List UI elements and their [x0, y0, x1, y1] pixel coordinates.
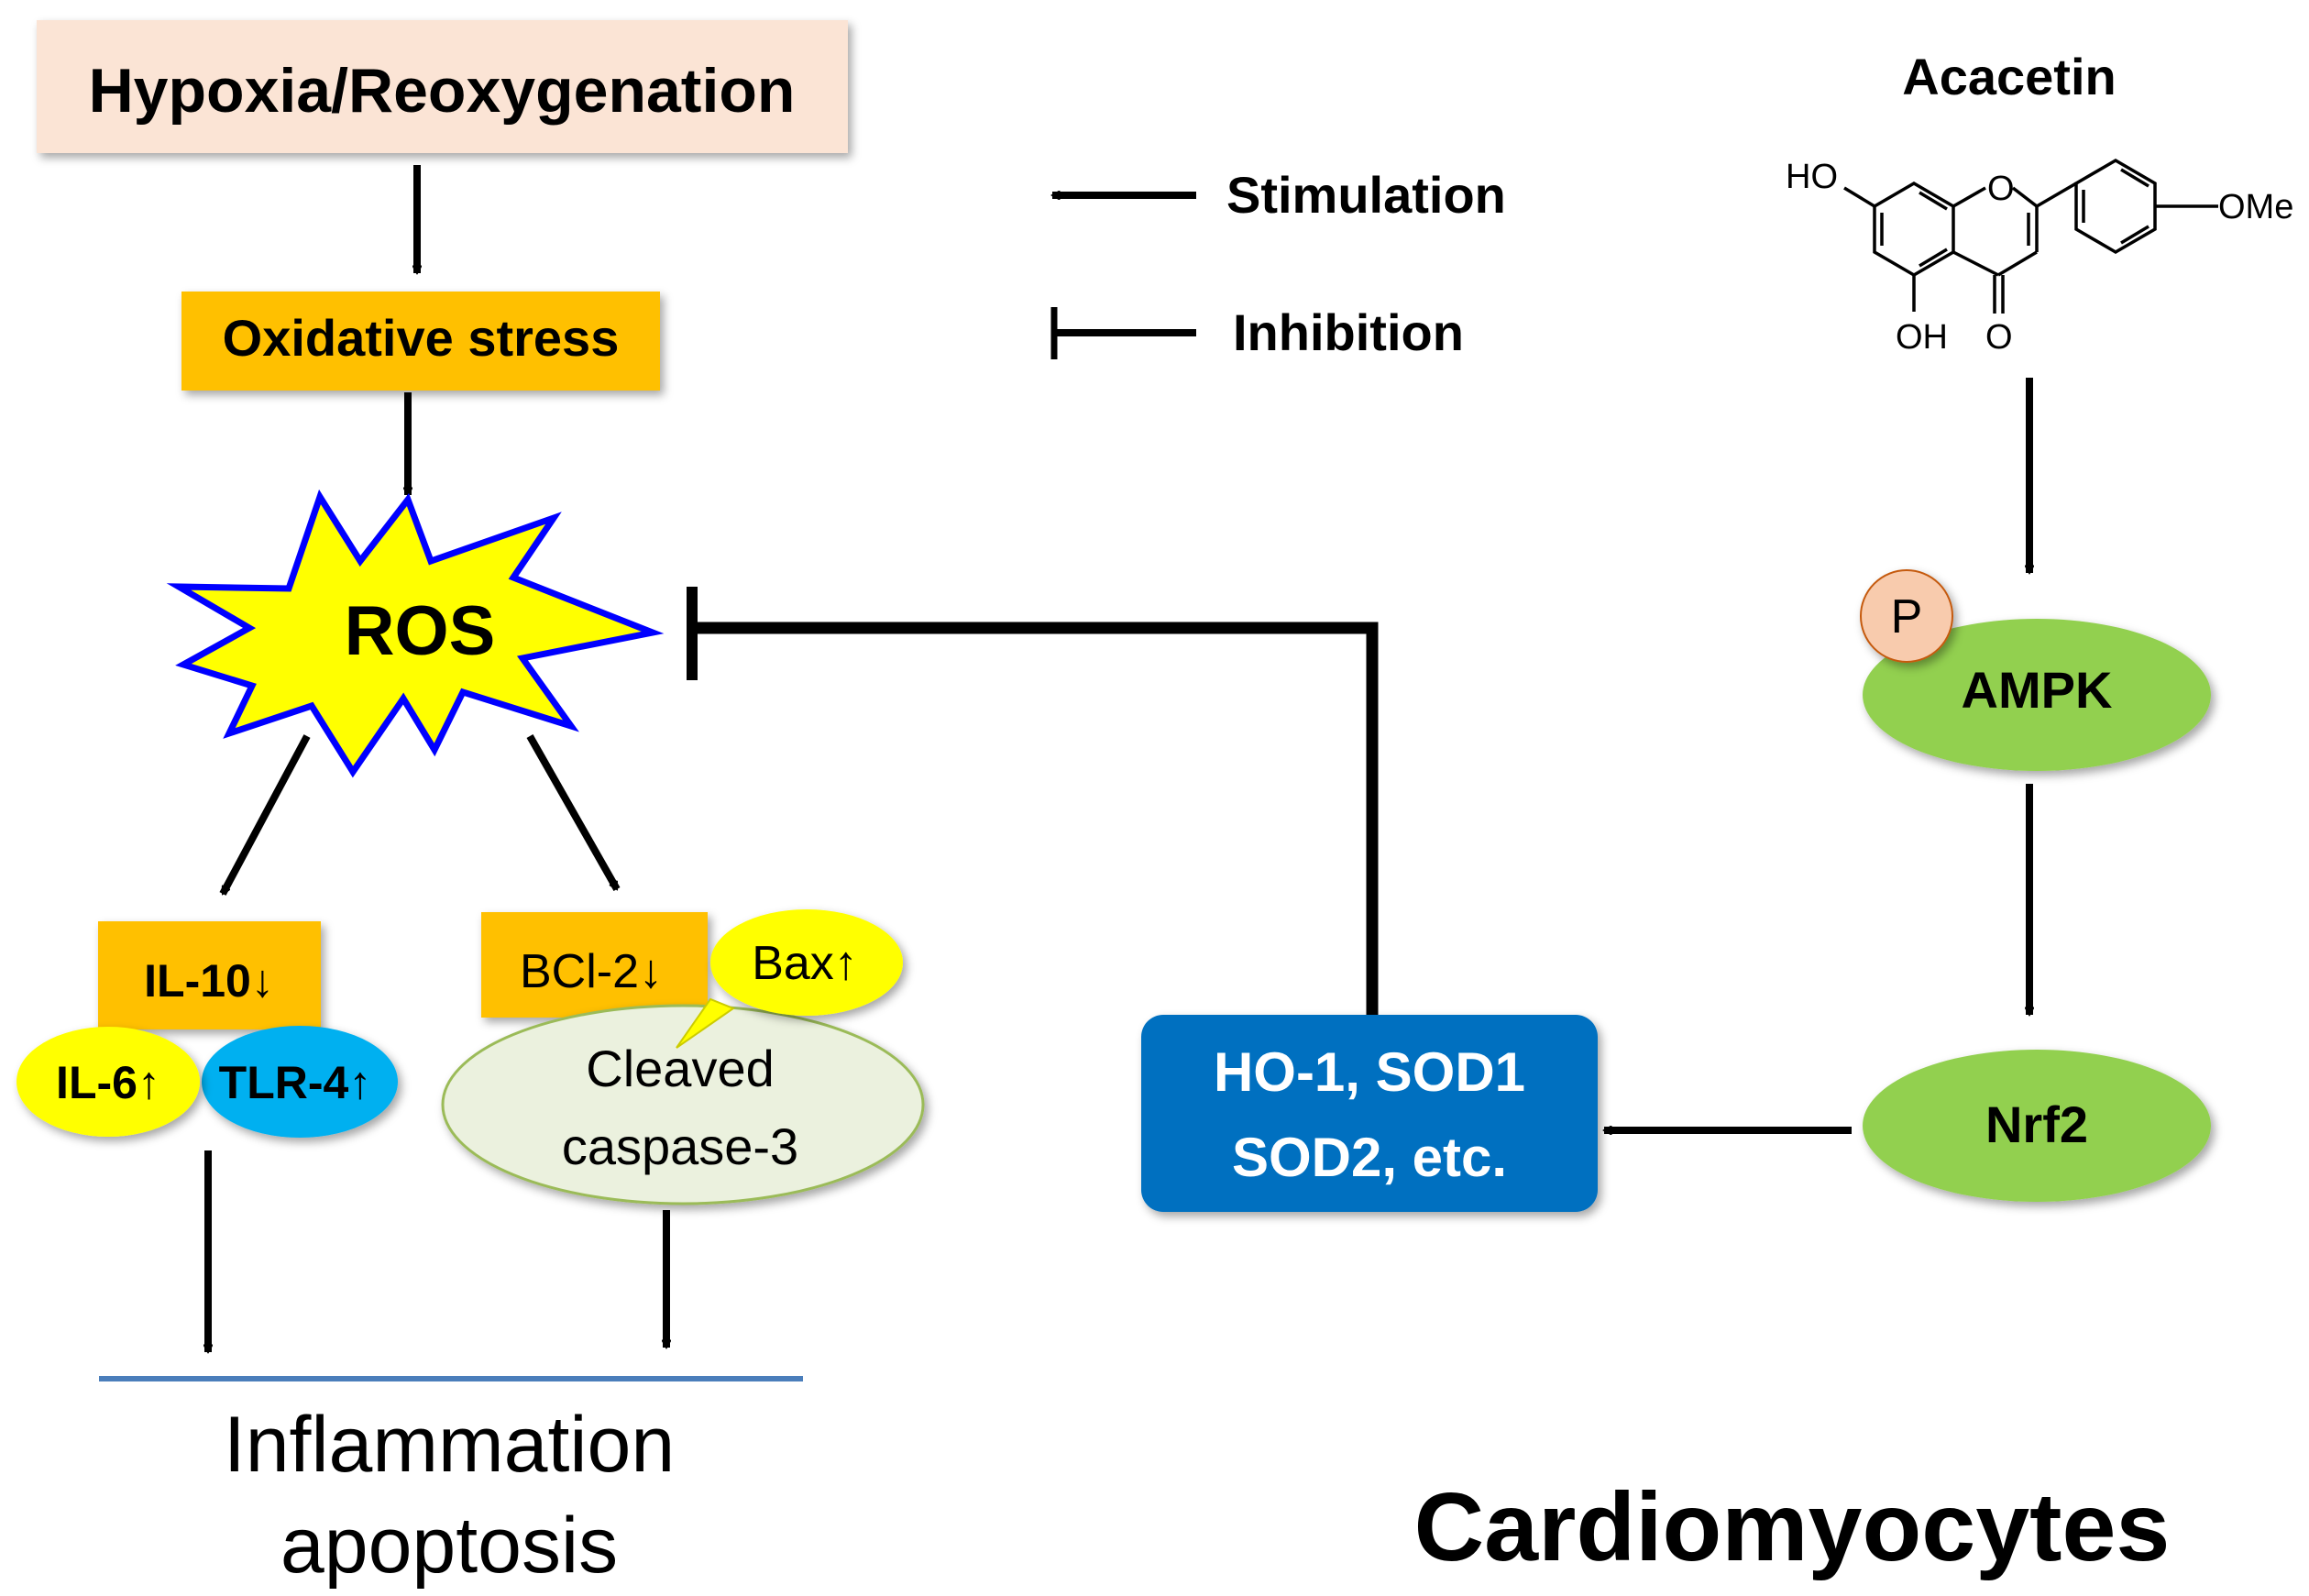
hypoxia-label: Hypoxia/Reoxygenation — [89, 56, 796, 126]
tlr4-label: TLR-4↑ — [219, 1057, 372, 1108]
il6-ellipse — [16, 1027, 200, 1137]
bcl2-label: BCl-2↓ — [520, 945, 663, 998]
molecule-ho-label: HO — [1786, 158, 1838, 196]
legend-inhibition-label: Inhibition — [1233, 303, 1464, 361]
bax-callout-tail — [676, 997, 736, 1049]
oxidative-stress-box — [181, 292, 660, 391]
molecule-o-keto-label: O — [1985, 318, 2013, 357]
enzymes-label-line1: HO-1, SOD1 — [1214, 1041, 1525, 1103]
hypoxia-box — [37, 20, 848, 153]
tlr4-ellipse — [202, 1026, 398, 1138]
cell-type-label: Cardiomyocytes — [1414, 1473, 2171, 1581]
acacetin-label: Acacetin — [1902, 48, 2116, 105]
inhibition-enzymes-ros — [692, 622, 1379, 1016]
il10-box — [98, 921, 321, 1029]
phospho-label: P — [1891, 590, 1923, 644]
il6-label: IL-6↑ — [56, 1057, 160, 1108]
enzymes-box — [1141, 1015, 1598, 1212]
il10-label: IL-10↓ — [144, 955, 274, 1007]
arrow-ros-apoptosis — [526, 734, 621, 891]
ampk-ellipse — [1863, 619, 2211, 771]
oxidative-stress-label: Oxidative stress — [223, 309, 620, 367]
bax-ellipse — [710, 909, 903, 1016]
enzymes-label-line2: SOD2, etc. — [1232, 1127, 1507, 1188]
molecule-ome-label: OMe — [2218, 188, 2293, 226]
nrf2-ellipse — [1863, 1050, 2211, 1202]
nrf2-label: Nrf2 — [1985, 1095, 2088, 1153]
bax-label: Bax↑ — [752, 937, 858, 990]
ros-label: ROS — [345, 592, 496, 670]
molecule-o-ring-label: O — [1987, 170, 2015, 208]
phospho-circle — [1860, 569, 1953, 663]
molecule-oh-label: OH — [1896, 318, 1948, 357]
outcome-label-line2: apoptosis — [280, 1502, 618, 1590]
outcome-label-line1: Inflammation — [224, 1401, 675, 1489]
legend-stimulation-label: Stimulation — [1226, 166, 1506, 224]
cleaved-label-line2: caspase-3 — [562, 1117, 798, 1175]
ampk-label: AMPK — [1962, 661, 2113, 719]
ros-starburst — [166, 489, 665, 778]
bcl2-box — [481, 912, 708, 1018]
cleaved-caspase-ellipse — [441, 1004, 925, 1205]
arrow-ros-inflammation — [219, 734, 311, 894]
acacetin-structure — [1843, 158, 2218, 314]
cleaved-label-line1: Cleaved — [586, 1040, 774, 1097]
